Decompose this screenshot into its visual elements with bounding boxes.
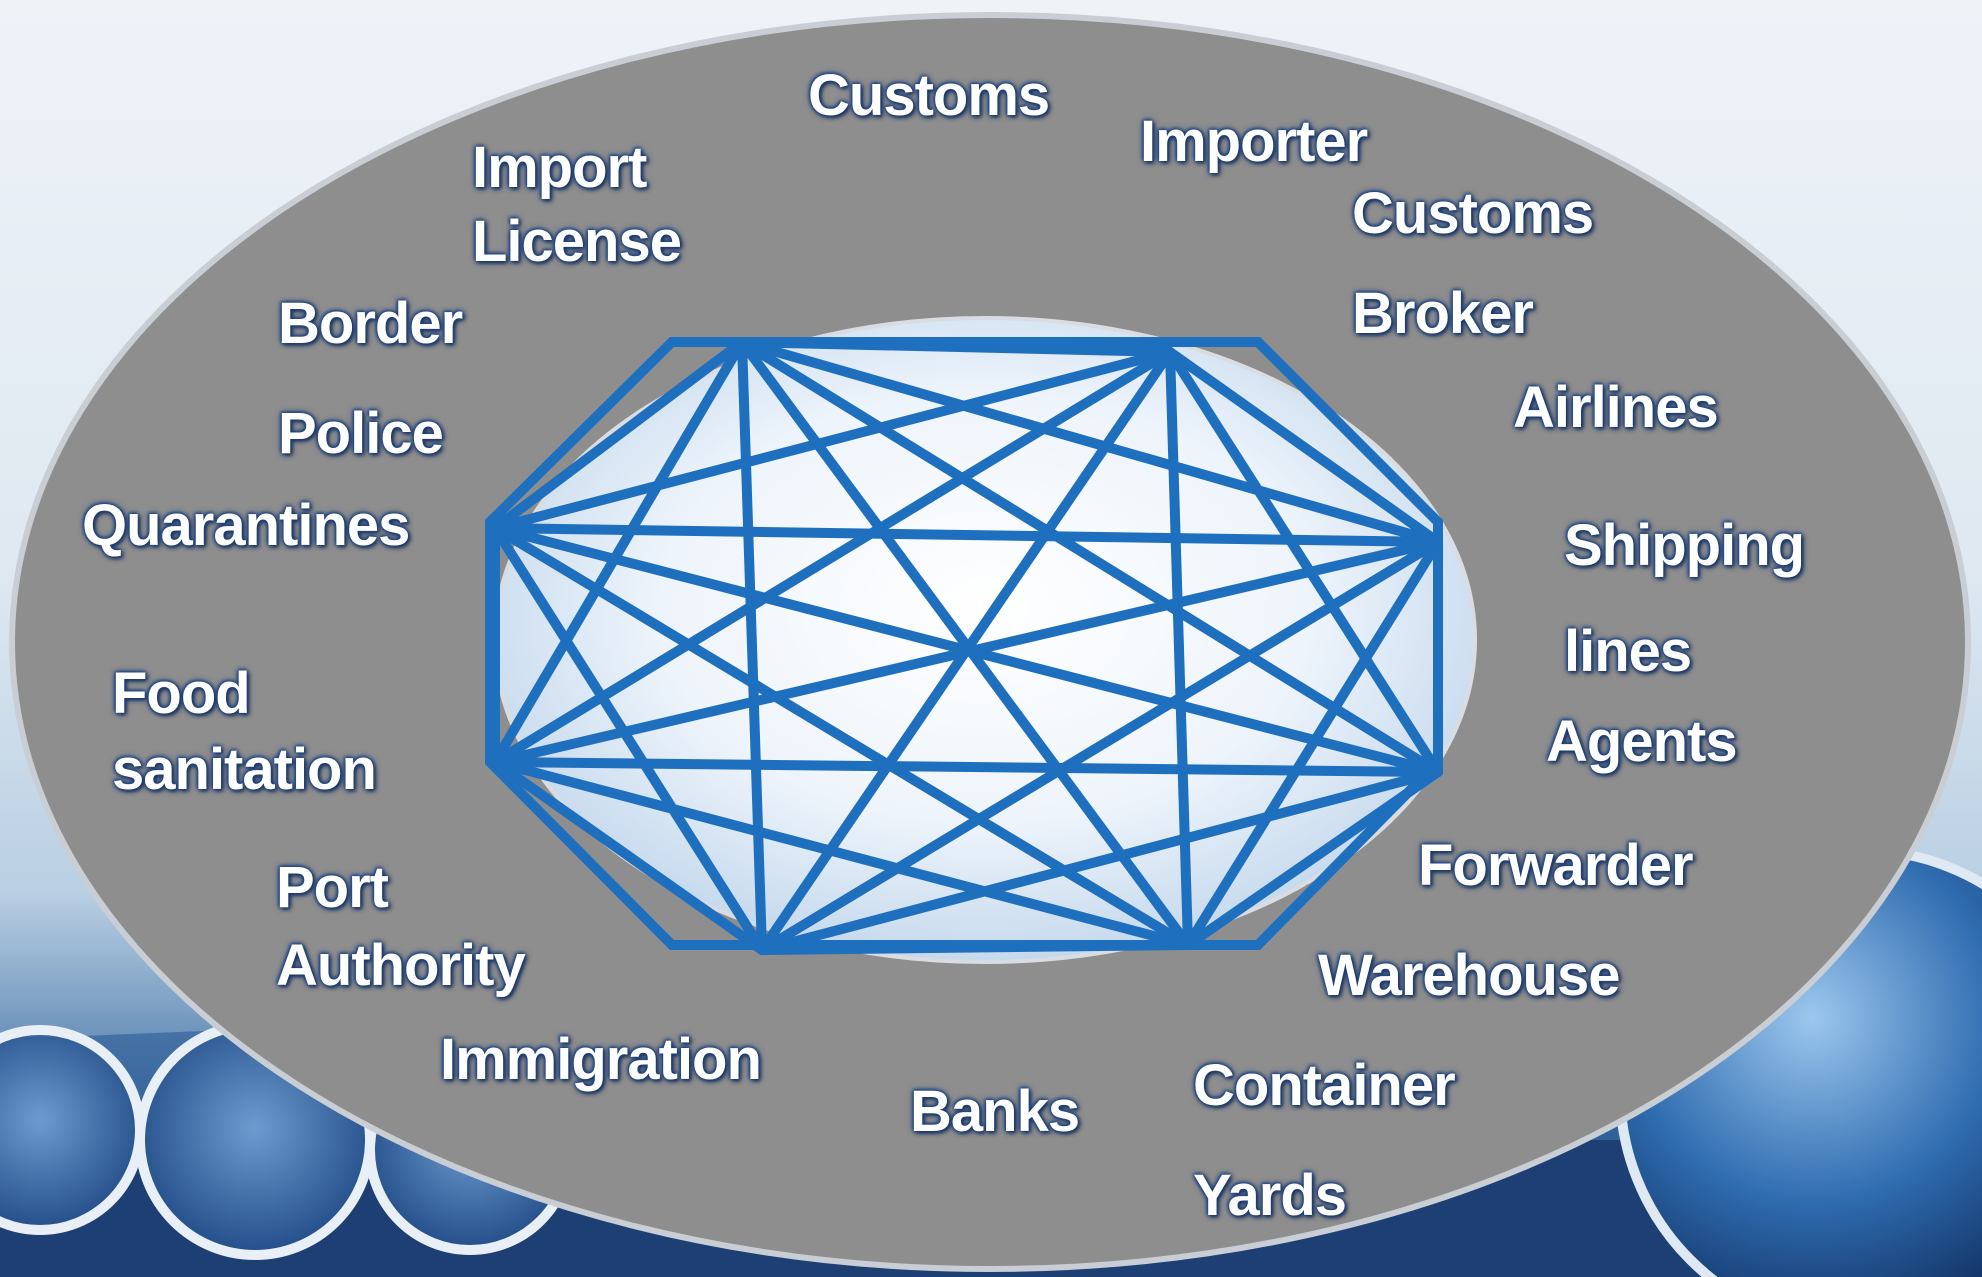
link-node-right-lower-to-node-left-lower [490, 757, 1443, 777]
label-port-authority-line2: Authority [276, 933, 526, 998]
link-node-top-left-to-node-bottom-left [737, 337, 767, 955]
label-customs: Customs [808, 63, 1050, 128]
link-node-top-right-to-node-left-lower [490, 347, 1175, 767]
label-customs-broker-line1: Customs [1352, 181, 1594, 246]
link-node-bottom-left-to-node-left-upper [490, 523, 767, 955]
label-import-license-line1: Import [472, 135, 647, 200]
octagon-outline [485, 337, 1443, 950]
link-node-top-left-to-node-left-upper [490, 337, 747, 533]
label-forwarder: Forwarder [1418, 833, 1694, 898]
label-import-license-line2: License [472, 209, 682, 274]
link-node-right-lower-to-node-left-upper [490, 523, 1443, 777]
label-port-authority-line1: Port [276, 855, 389, 920]
link-node-bottom-right-to-node-left-upper [490, 523, 1193, 950]
link-node-right-upper-to-node-left-upper [490, 523, 1443, 547]
label-quarantines: Quarantines [82, 493, 410, 558]
label-police: Police [278, 401, 444, 466]
link-node-top-right-to-node-right-lower [1165, 347, 1443, 777]
link-node-bottom-left-to-node-left-lower [490, 757, 767, 955]
mesh-lines [490, 337, 1443, 955]
label-banks: Banks [910, 1079, 1080, 1144]
link-node-top-left-to-node-right-lower [737, 337, 1443, 777]
label-border: Border [278, 291, 463, 356]
link-node-top-left-to-node-left-lower [490, 337, 747, 767]
label-customs-broker-line2: Broker [1352, 281, 1534, 346]
link-node-top-right-to-node-bottom-right [1165, 347, 1193, 950]
link-node-top-right-to-node-right-upper [1165, 347, 1443, 547]
label-importer: Importer [1140, 109, 1368, 174]
label-food-sanitation-line2: sanitation [112, 737, 377, 802]
link-node-top-right-to-node-left-upper [490, 347, 1175, 533]
label-container-line2: Yards [1193, 1163, 1347, 1228]
label-container-line1: Container [1193, 1053, 1456, 1118]
link-node-right-lower-to-node-bottom-left [757, 767, 1443, 955]
link-node-right-upper-to-node-bottom-left [757, 537, 1443, 955]
label-shipping-line1: Shipping [1564, 513, 1805, 578]
label-agents: Agents [1546, 709, 1738, 774]
label-shipping-line2: lines [1564, 619, 1692, 684]
label-food-sanitation-line1: Food [112, 661, 251, 726]
label-airlines: Airlines [1513, 375, 1719, 440]
link-node-bottom-right-to-node-left-lower [490, 757, 1193, 950]
label-warehouse: Warehouse [1318, 943, 1620, 1008]
link-node-top-left-to-node-right-upper [737, 337, 1443, 547]
label-immigration: Immigration [440, 1027, 762, 1092]
